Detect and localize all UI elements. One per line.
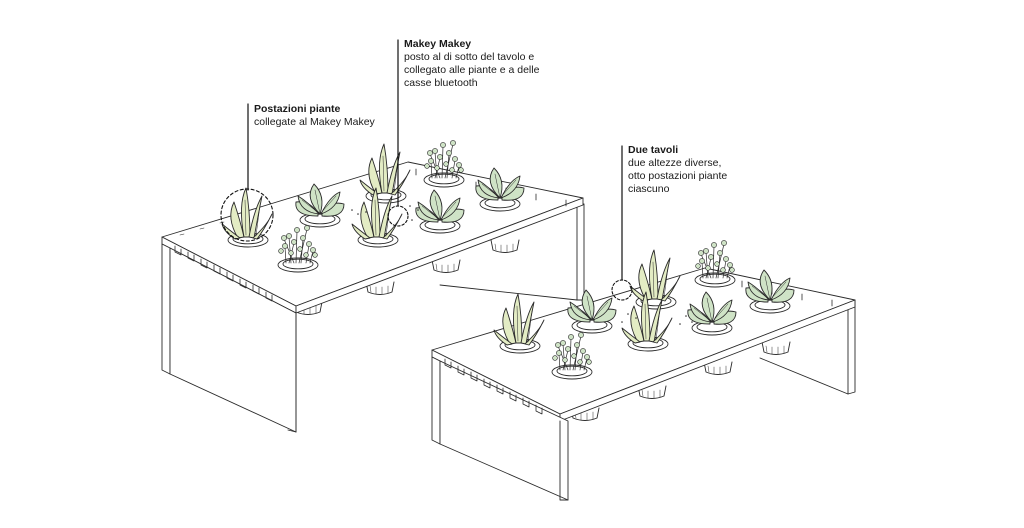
annotation-postazioni-piante: Postazioni piante collegate al Makey Mak… <box>254 103 375 129</box>
annotation-makey-makey: Makey Makey posto al di sotto del tavolo… <box>404 38 539 90</box>
table-two <box>431 240 856 501</box>
leader-postazioni <box>220 103 274 242</box>
annotation-description: due altezze diverse, otto postazioni pia… <box>628 157 728 195</box>
annotation-description: collegate al Makey Makey <box>254 116 375 128</box>
annotation-title: Postazioni piante <box>254 103 341 115</box>
leader-makey <box>387 39 409 227</box>
leader-tavoli <box>611 145 633 301</box>
table-one <box>161 140 585 433</box>
annotation-description: posto al di sotto del tavolo e collegato… <box>404 51 540 89</box>
annotation-title: Due tavoli <box>628 144 679 156</box>
annotation-due-tavoli: Due tavoli due altezze diverse, otto pos… <box>628 144 727 196</box>
annotation-title: Makey Makey <box>404 38 472 50</box>
